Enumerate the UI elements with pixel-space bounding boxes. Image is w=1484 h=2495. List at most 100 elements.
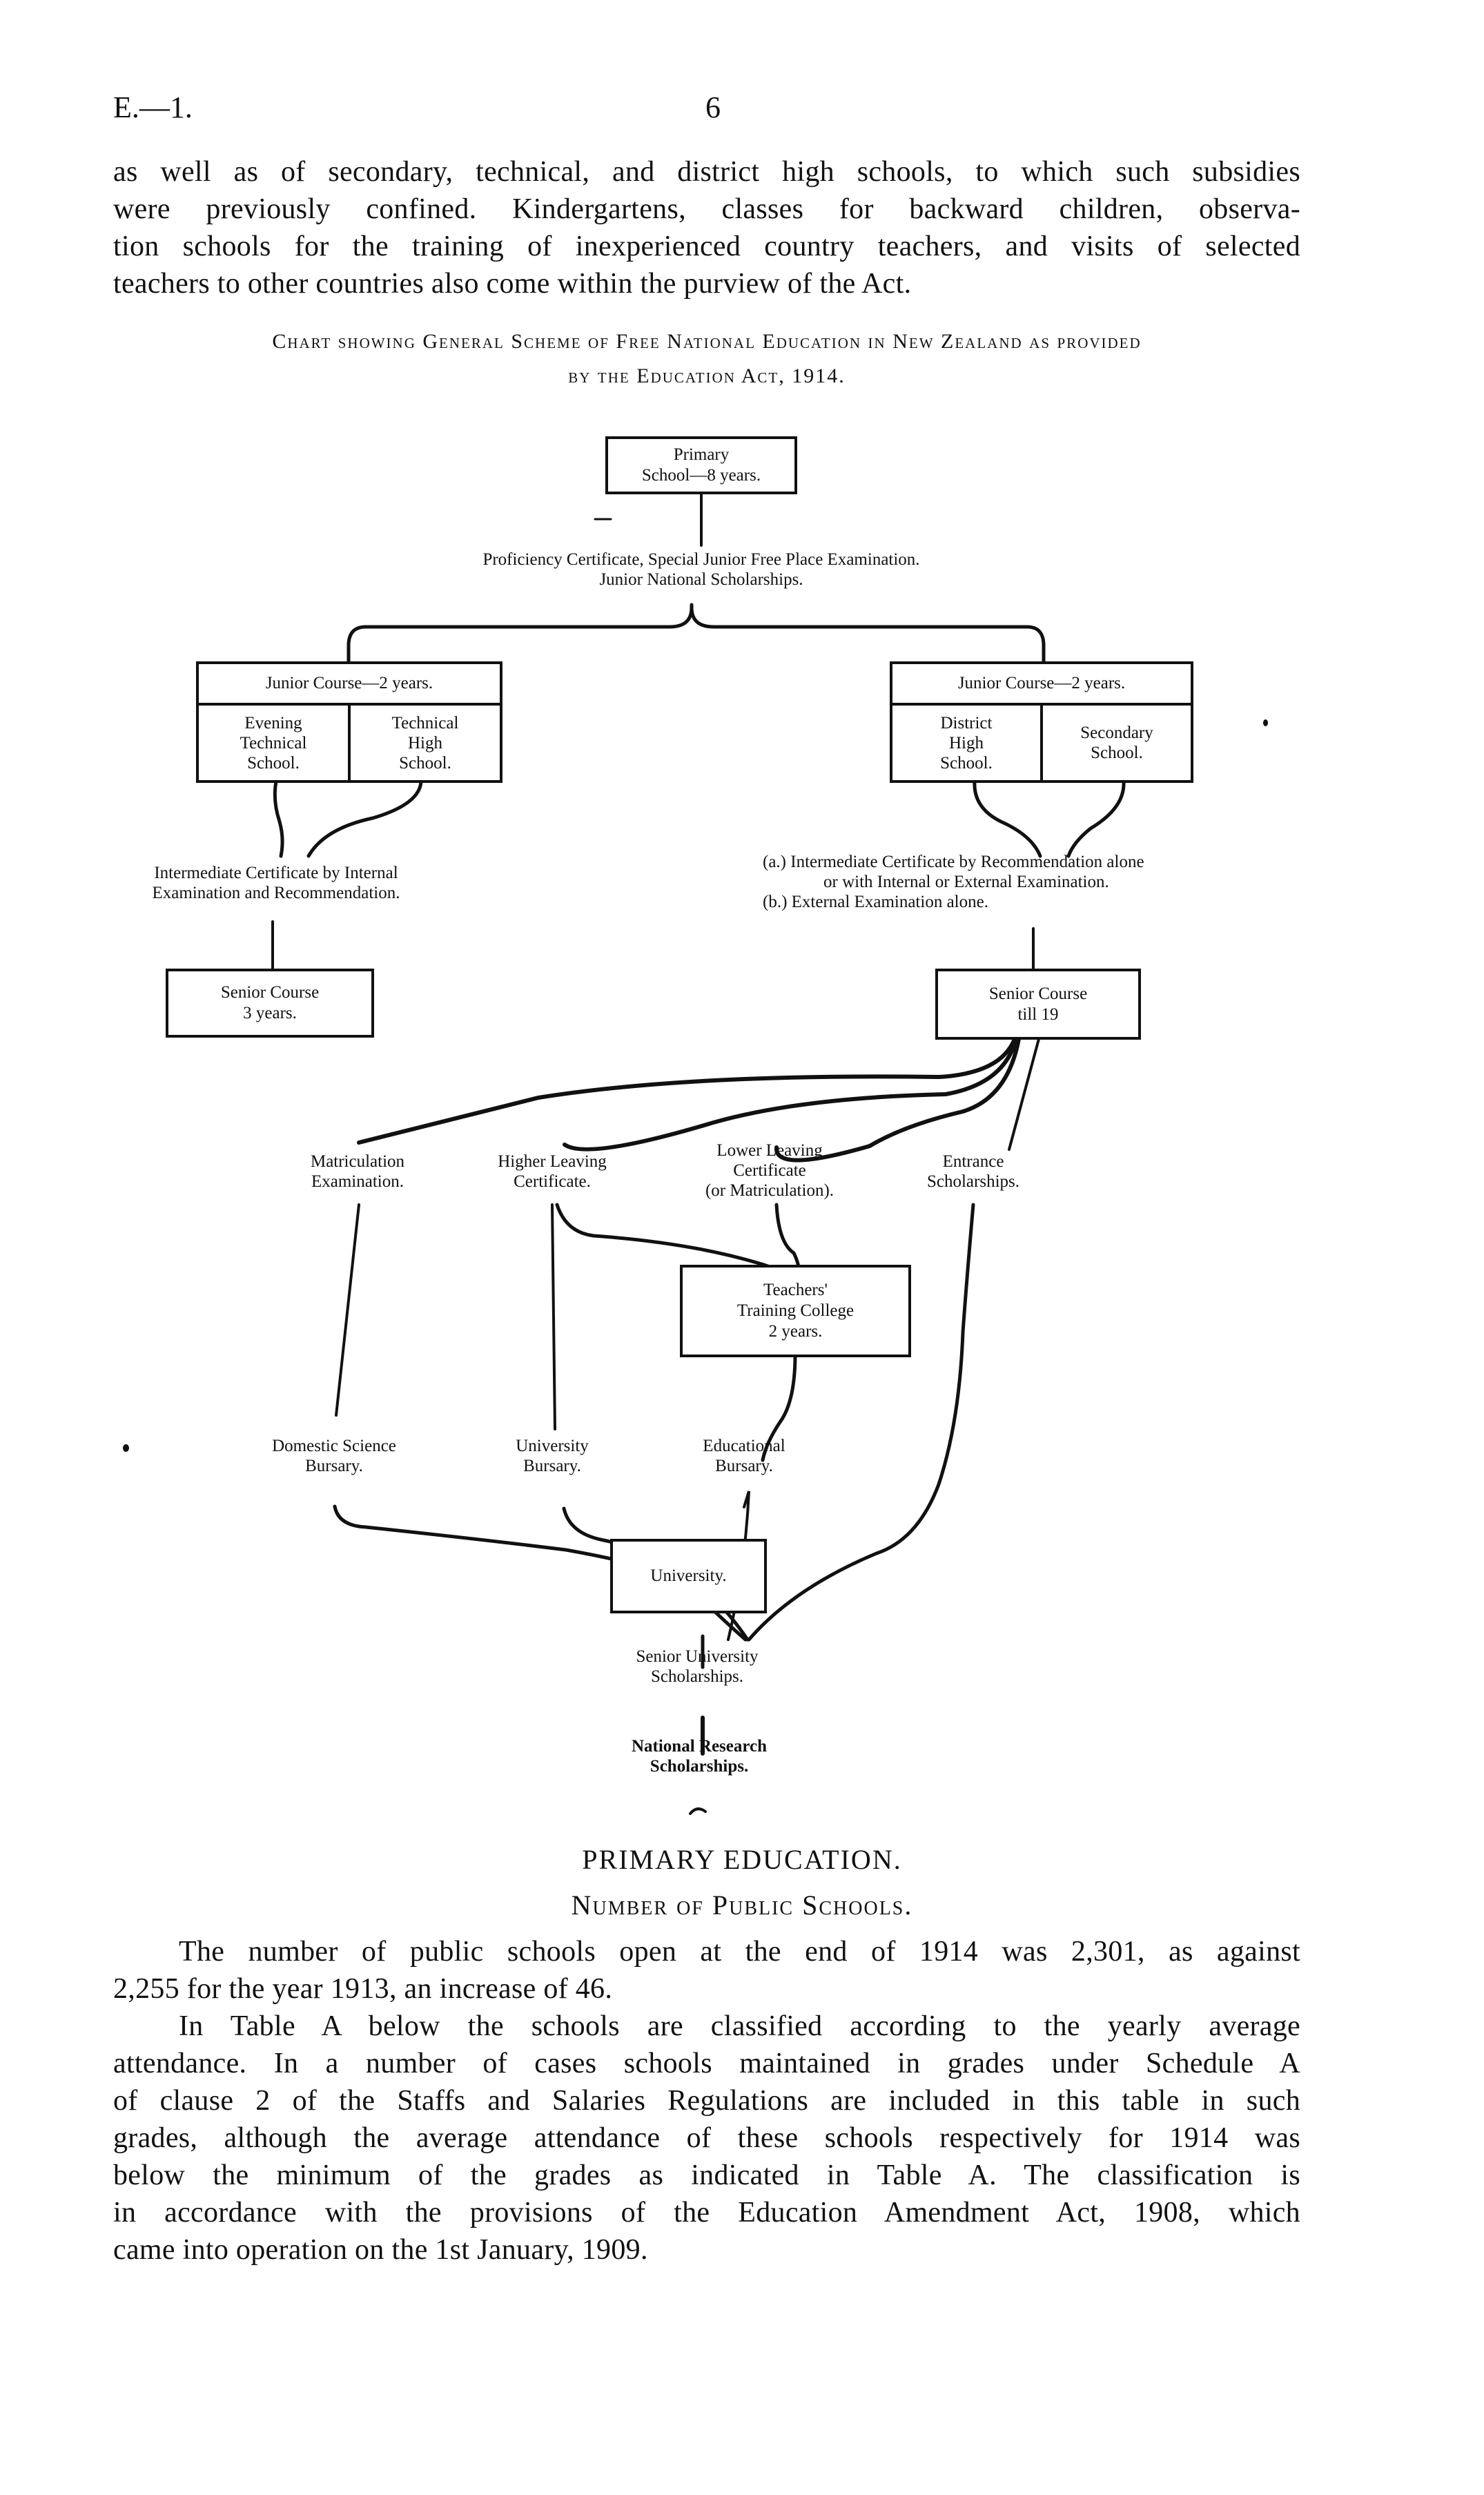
connector-district	[973, 779, 1042, 858]
label-line: University	[516, 1437, 589, 1455]
box-text: Training College	[736, 1301, 855, 1320]
box-text: till 19	[1017, 1004, 1059, 1024]
label-line: Higher Leaving	[498, 1152, 607, 1171]
technical-high-school-cell: Technical High School.	[348, 706, 500, 780]
box-text: University.	[650, 1566, 727, 1585]
text-line: attendance. In a number of cases schools…	[113, 2048, 1300, 2079]
lower-leaving-certificate-label: Lower Leaving Certificate (or Matriculat…	[705, 1140, 834, 1201]
label-line: Scholarships.	[926, 1172, 1020, 1191]
label-line: (or Matriculation).	[705, 1181, 834, 1200]
label-line: Examination and Recommendation.	[152, 884, 400, 902]
connector-higher-leaving	[563, 1037, 1018, 1152]
text-line: The number of public schools open at the…	[179, 1936, 1300, 1968]
bracket-connector	[346, 603, 694, 663]
label-line: Certificate	[733, 1161, 806, 1180]
connector-lower-leaving	[774, 1037, 1021, 1163]
evening-technical-school-cell: Evening Technical School.	[199, 706, 348, 780]
university-box: University.	[610, 1539, 767, 1613]
cell-line: High	[948, 733, 984, 753]
text-line: grades, although the average attendance …	[113, 2122, 1300, 2154]
cell-line: District	[940, 713, 993, 732]
left-senior-course-box: Senior Course 3 years.	[166, 969, 374, 1038]
document-reference: E.—1.	[113, 90, 193, 124]
senior-university-scholarships-label: Senior University Scholarships.	[636, 1647, 758, 1687]
cell-line: Technical	[391, 713, 459, 732]
cell-line: Secondary	[1080, 724, 1153, 742]
connector-evening	[273, 779, 284, 858]
text-line: In Table A below the schools are classif…	[179, 2010, 1300, 2042]
bracket-connector	[690, 605, 1046, 663]
label-line: (b.) External Examination alone.	[763, 893, 988, 911]
text-line: 2,255 for the year 1913, an increase of …	[113, 1973, 613, 2005]
educational-bursary-label: Educational Bursary.	[703, 1436, 785, 1476]
right-intermediate-certificate-label: (a.) Intermediate Certificate by Recomme…	[763, 852, 1144, 912]
label-line: Examination.	[311, 1172, 404, 1191]
label-line: or with Internal or External Examination…	[823, 873, 1109, 891]
text-line: teachers to other countries also come wi…	[113, 268, 912, 300]
cell-line: High	[408, 733, 442, 753]
primary-paragraph-1: The number of public schools open at the…	[113, 1933, 1300, 2008]
label-line: Entrance	[942, 1152, 1004, 1171]
box-text: Senior Course	[988, 984, 1088, 1003]
stray-dot	[123, 1444, 129, 1452]
teachers-training-college-box: Teachers' Training College 2 years.	[680, 1265, 911, 1357]
proficiency-label: Proficiency Certificate, Special Junior …	[482, 550, 919, 590]
university-bursary-label: University Bursary.	[516, 1436, 589, 1476]
connector-matriculation	[357, 1037, 1017, 1145]
label-line: Bursary.	[305, 1457, 363, 1475]
text-line: below the minimum of the grades as indic…	[113, 2159, 1300, 2191]
connector-higher-university	[551, 1203, 556, 1430]
label-line: Scholarships.	[650, 1667, 744, 1686]
text-line: came into operation on the 1st January, …	[113, 2234, 648, 2266]
matriculation-examination-label: Matriculation Examination.	[311, 1152, 404, 1192]
text-line: as well as of secondary, technical, and …	[113, 156, 1300, 188]
junior-course-header: Junior Course—2 years.	[892, 664, 1191, 706]
box-text: Senior Course	[220, 983, 320, 1002]
box-text: 3 years.	[243, 1004, 297, 1022]
label-line: Educational	[703, 1437, 785, 1455]
label-line: Bursary.	[523, 1457, 581, 1475]
cell-line: School.	[940, 753, 993, 773]
national-research-scholarships-label: National Research Scholarships.	[632, 1736, 767, 1776]
label-line: Scholarships.	[650, 1757, 749, 1776]
cell-line: Technical	[240, 733, 307, 753]
box-text: Primary	[673, 445, 730, 464]
secondary-school-cell: Secondary School.	[1040, 706, 1191, 780]
label-line: Certificate.	[514, 1172, 591, 1191]
label-line: Lower Leaving	[716, 1141, 823, 1160]
section-subheading: Number of Public Schools.	[571, 1890, 913, 1921]
label-line: (a.) Intermediate Certificate by Recomme…	[763, 853, 1144, 871]
left-junior-course-box: Junior Course—2 years. Evening Technical…	[196, 661, 502, 783]
label-line: Proficiency Certificate, Special Junior …	[482, 550, 920, 569]
district-high-school-cell: District High School.	[892, 706, 1040, 780]
intro-paragraph: as well as of secondary, technical, and …	[113, 153, 1300, 302]
entrance-scholarships-label: Entrance Scholarships.	[927, 1152, 1019, 1192]
box-text: Teachers'	[763, 1281, 828, 1299]
stray-dot	[1263, 719, 1268, 726]
cell-line: School.	[1091, 744, 1143, 762]
primary-paragraph-2: In Table A below the schools are classif…	[113, 2008, 1300, 2269]
box-text: 2 years.	[768, 1322, 823, 1341]
connector-technical-high	[306, 779, 423, 858]
right-junior-course-box: Junior Course—2 years. District High Sch…	[890, 661, 1193, 783]
connector-entrance	[1008, 1038, 1040, 1151]
text-line: of clause 2 of the Staffs and Salaries R…	[113, 2085, 1300, 2117]
label-line: Domestic Science	[272, 1437, 396, 1455]
label-line: National Research	[631, 1737, 768, 1756]
text-line: tion schools for the training of inexper…	[113, 231, 1300, 262]
text-line: were previously confined. Kindergartens,…	[113, 193, 1300, 225]
section-heading: PRIMARY EDUCATION.	[582, 1844, 902, 1875]
chart-title: Chart showing General Scheme of Free Nat…	[113, 324, 1300, 394]
cell-line: Evening	[244, 713, 302, 732]
chart-title-line: Chart showing General Scheme of Free Nat…	[272, 330, 1142, 353]
connector-secondary	[1066, 779, 1126, 858]
chart-title-line: by the Education Act, 1914.	[568, 365, 846, 387]
primary-school-box: Primary School—8 years.	[605, 436, 797, 494]
higher-leaving-certificate-label: Higher Leaving Certificate.	[498, 1152, 607, 1192]
flowchart-connectors	[271, 492, 1126, 1815]
connector-matriculation-domestic	[335, 1203, 360, 1417]
stray-mark	[689, 1807, 707, 1815]
label-line: Intermediate Certificate by Internal	[154, 864, 398, 882]
left-intermediate-certificate-label: Intermediate Certificate by Internal Exa…	[153, 863, 400, 903]
text-line: in accordance with the provisions of the…	[113, 2197, 1300, 2229]
